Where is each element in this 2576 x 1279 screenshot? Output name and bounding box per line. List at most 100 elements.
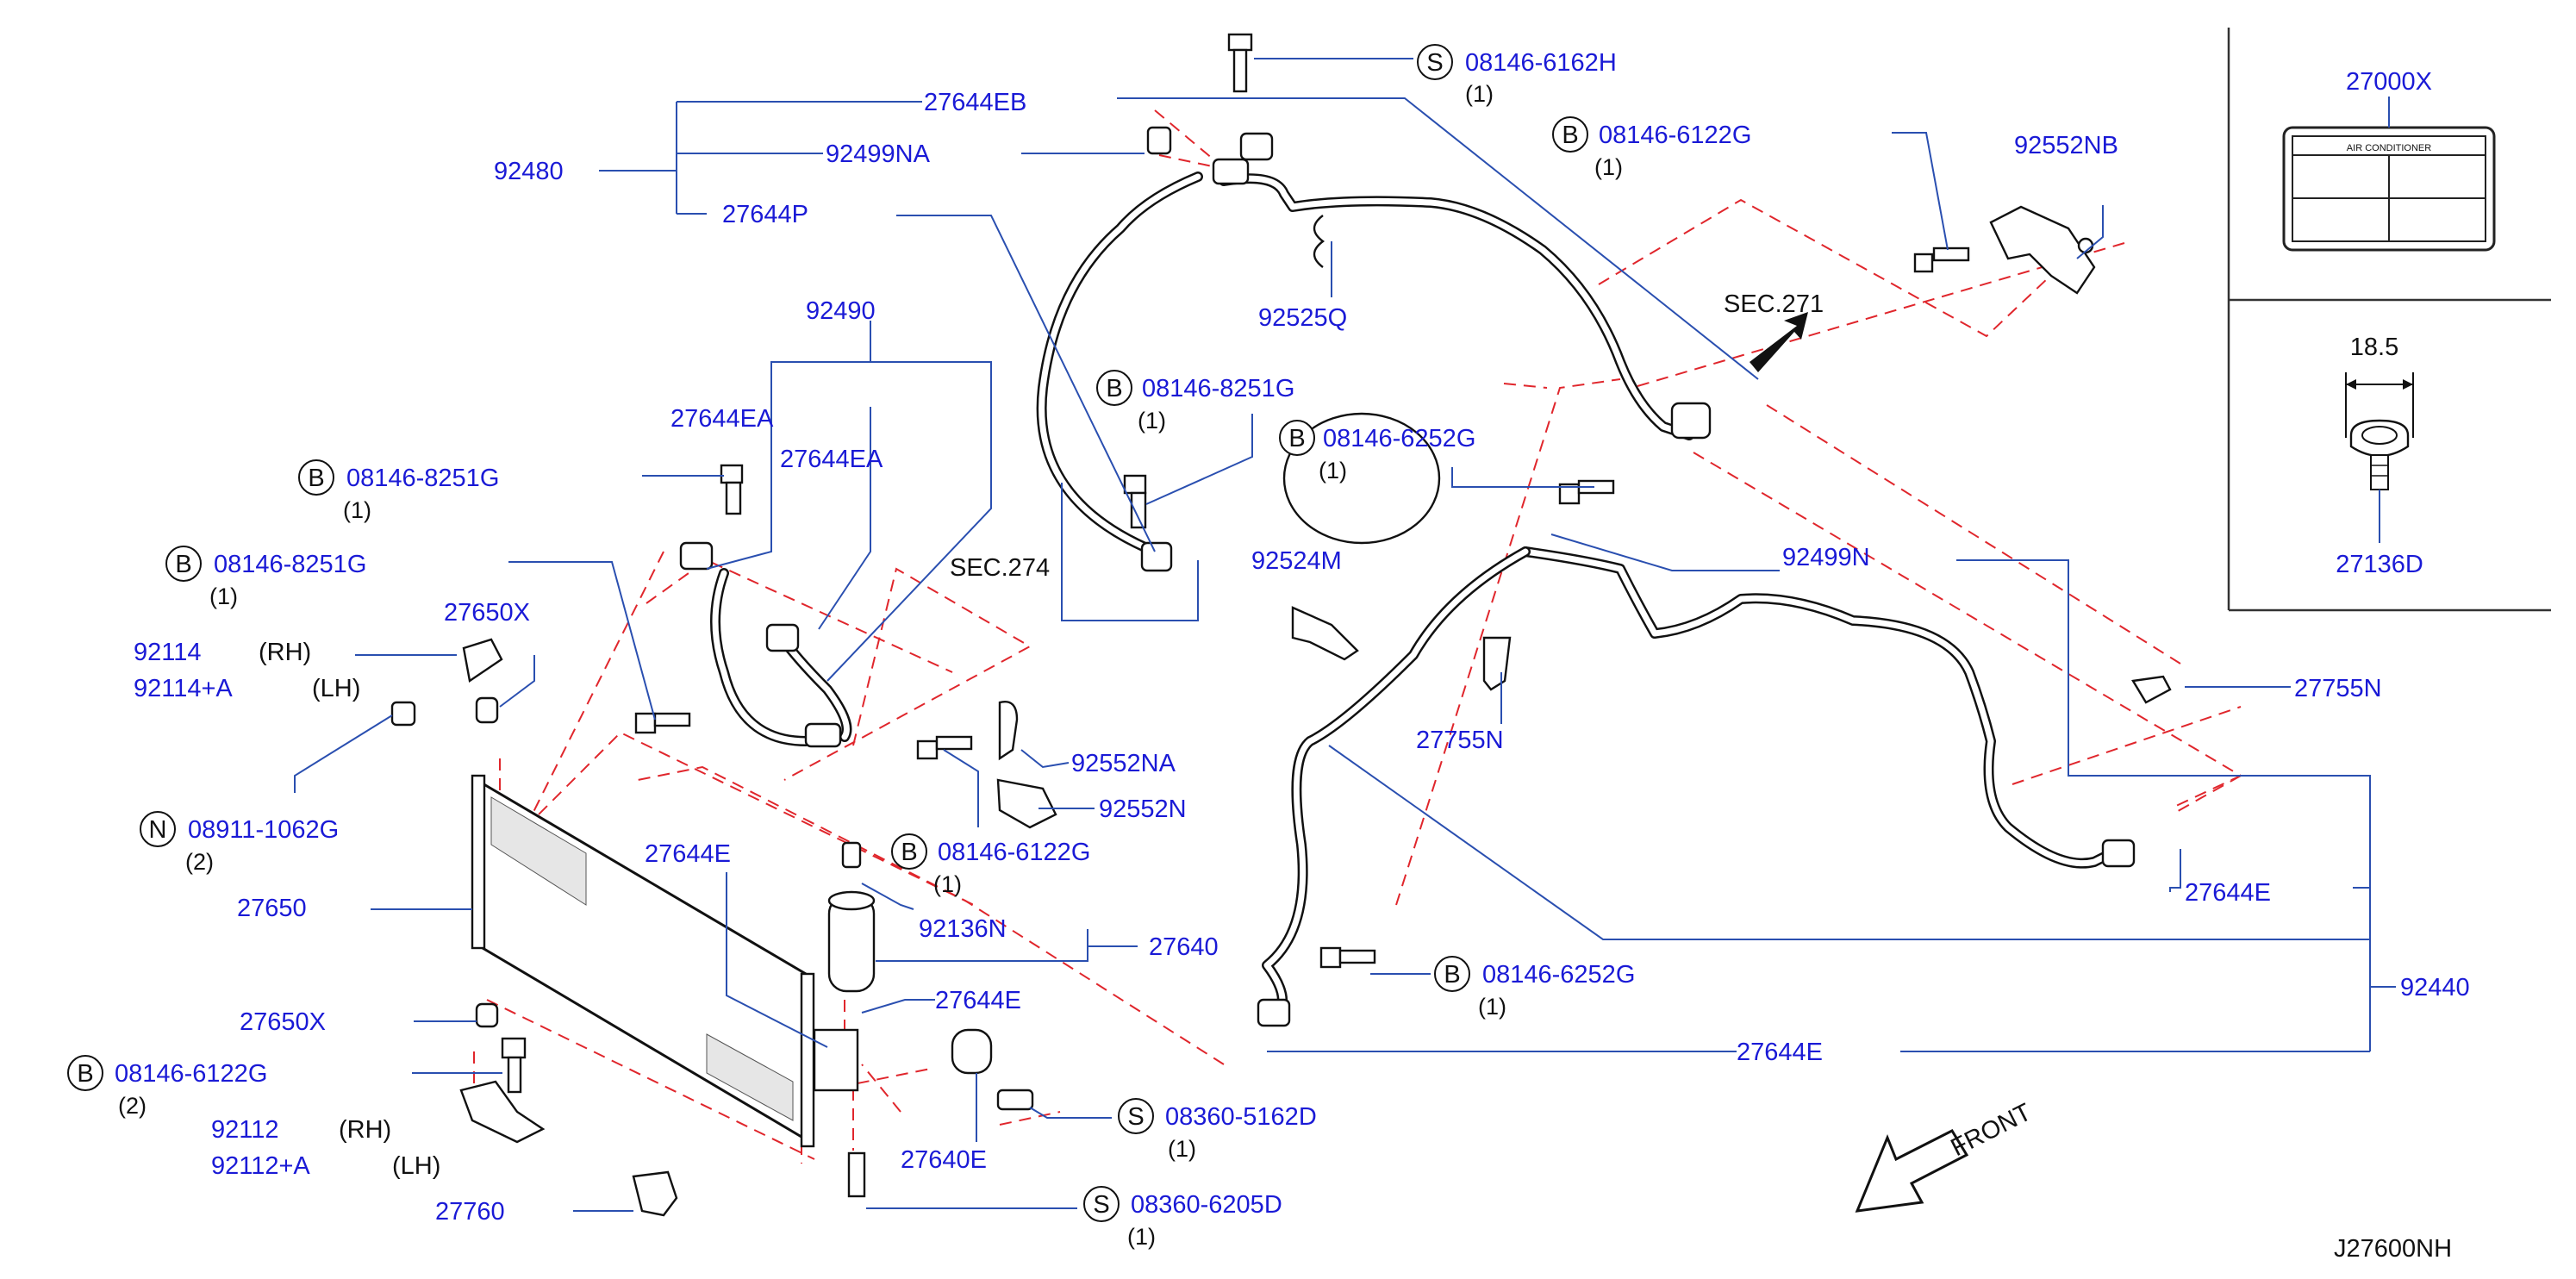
- callout-27650: 27650: [237, 895, 307, 922]
- nut-08911-1062G: [390, 701, 416, 727]
- callout-92112A: 92112+A: [211, 1152, 310, 1180]
- qty-08911-1062G: (2): [185, 849, 214, 875]
- callout-92552N: 92552N: [1099, 795, 1187, 823]
- callout-08146-6252G-top: 08146-6252G: [1323, 425, 1475, 452]
- bolt-08146-6122G-bot: [501, 1037, 527, 1094]
- callout-08360-6205D: 08360-6205D: [1131, 1191, 1282, 1219]
- callout-08146-6122G-mid: 08146-6122G: [938, 839, 1090, 866]
- callout-27640: 27640: [1149, 933, 1219, 961]
- clip-92524M: [1291, 606, 1359, 661]
- label-decal-text: AIR CONDITIONER: [2347, 143, 2431, 153]
- symbol-s-2: S: [1127, 1103, 1144, 1131]
- callout-08360-5162D: 08360-5162D: [1165, 1103, 1317, 1131]
- callout-08911-1062G: 08911-1062G: [188, 816, 339, 844]
- front-label: FRONT: [1947, 1098, 2036, 1162]
- callout-92112: 92112: [211, 1116, 279, 1144]
- label-lh-1: (LH): [312, 675, 360, 702]
- symbol-b-3: B: [1288, 425, 1305, 452]
- bolt-08146-8251G-mid: [1123, 474, 1147, 529]
- symbol-s-3: S: [1093, 1191, 1109, 1219]
- bolt-08146-6252G-bot: [1319, 946, 1376, 969]
- front-arrow: [1855, 1129, 1969, 1213]
- clip-27755N-right: [2131, 675, 2172, 704]
- callout-27136D: 27136D: [2336, 551, 2423, 578]
- symbol-b-4: B: [308, 465, 324, 492]
- refrigerant-pipes: [710, 172, 2125, 1022]
- callout-92114: 92114: [134, 639, 202, 666]
- qty-08146-6252G-bot: (1): [1478, 994, 1506, 1020]
- sec271-arrow: [1750, 312, 1808, 372]
- cap-92499NA: [1146, 126, 1172, 155]
- qty-08146-8251G-l1: (1): [343, 497, 371, 523]
- section-271: SEC.271: [1724, 290, 1824, 318]
- bracket-92552N: [996, 778, 1057, 829]
- symbol-b-5: B: [175, 551, 191, 578]
- bolt-08146-6122G-top: [1913, 246, 1970, 273]
- dimension-value: 18.5: [2350, 334, 2398, 361]
- qty-08146-6122G-mid: (1): [933, 871, 962, 897]
- qty-08146-8251G-mid: (1): [1138, 408, 1166, 434]
- qty-08146-6122G-bot: (2): [118, 1093, 147, 1119]
- receiver-drier-27640: [813, 841, 1034, 1198]
- bolt-08146-6122G-mid: [916, 735, 973, 760]
- bracket-92552NA: [998, 701, 1019, 761]
- grommet-27650X-top: [475, 696, 499, 724]
- symbol-b-1: B: [1562, 122, 1578, 149]
- label-rh-1: (RH): [259, 639, 311, 666]
- symbol-s-1: S: [1426, 49, 1443, 77]
- clip-27760: [632, 1170, 678, 1217]
- callout-08146-8251G-mid: 08146-8251G: [1142, 375, 1294, 402]
- callout-27650X-top: 27650X: [444, 599, 530, 627]
- label-lh-2: (LH): [392, 1152, 440, 1180]
- callout-92552NA: 92552NA: [1071, 750, 1176, 777]
- qty-08146-6122G-top: (1): [1594, 154, 1623, 180]
- symbol-n-1: N: [149, 816, 167, 844]
- callout-27644E-bottom: 27644E: [1737, 1039, 1823, 1066]
- fittings: [679, 132, 2136, 1027]
- callout-27644E-right: 27644E: [2185, 879, 2271, 907]
- bracket-92114: [462, 638, 503, 683]
- diagram-code: J27600NH: [2334, 1235, 2452, 1263]
- clip-27755N-center: [1482, 636, 1512, 691]
- bolt-08146-8251G-l2: [634, 712, 691, 734]
- qty-08360-6205D: (1): [1127, 1224, 1156, 1250]
- callout-27644EA-b: 27644EA: [780, 446, 883, 473]
- callout-27644EB: 27644EB: [924, 89, 1026, 116]
- callout-92499N: 92499N: [1782, 544, 1870, 571]
- callout-08146-8251G-l2: 08146-8251G: [214, 551, 366, 578]
- ac-label-decal: AIR CONDITIONER 27000X: [2282, 68, 2496, 252]
- leader-lines: [294, 58, 2396, 1212]
- callout-08146-6252G-bot: 08146-6252G: [1482, 961, 1635, 989]
- bracket-92112: [459, 1080, 546, 1144]
- callout-08146-8251G-l1: 08146-8251G: [346, 465, 499, 492]
- bolt-08146-6162H: [1227, 33, 1253, 93]
- callout-27755N-right: 27755N: [2294, 675, 2382, 702]
- callout-08146-6122G-bot: 08146-6122G: [115, 1060, 267, 1088]
- qty-08146-6252G-top: (1): [1319, 458, 1347, 484]
- callout-08146-6162H: 08146-6162H: [1465, 49, 1617, 77]
- callout-92525Q: 92525Q: [1258, 304, 1347, 332]
- callout-27644E-left: 27644E: [645, 840, 731, 868]
- callout-27755N-center: 27755N: [1416, 727, 1504, 754]
- callout-27644EA-a: 27644EA: [671, 405, 774, 433]
- bolt-08146-8251G-l1: [720, 464, 744, 515]
- callout-27640E: 27640E: [901, 1146, 987, 1174]
- callout-08146-6122G-top: 08146-6122G: [1599, 122, 1751, 149]
- symbol-b-8: B: [77, 1060, 93, 1088]
- symbol-b-2: B: [1106, 375, 1122, 402]
- bolt-08146-6252G-top: [1558, 479, 1615, 505]
- callout-92490: 92490: [806, 297, 876, 325]
- qty-08146-8251G-l2: (1): [209, 583, 238, 609]
- clip-92525Q: [1313, 215, 1325, 268]
- symbol-b-7: B: [1444, 961, 1460, 989]
- callout-27650X-bot: 27650X: [240, 1008, 326, 1036]
- qty-08360-5162D: (1): [1168, 1136, 1196, 1162]
- callout-92499NA: 92499NA: [826, 140, 931, 168]
- clip-27136D-detail: 18.5 27136D: [2336, 334, 2423, 578]
- condenser-27650: [471, 774, 815, 1148]
- callout-27644E-mid: 27644E: [935, 987, 1021, 1014]
- qty-08146-6162H: (1): [1465, 81, 1494, 107]
- bracket-92552NB: [1989, 205, 2096, 295]
- callout-92552NB: 92552NB: [2014, 132, 2118, 159]
